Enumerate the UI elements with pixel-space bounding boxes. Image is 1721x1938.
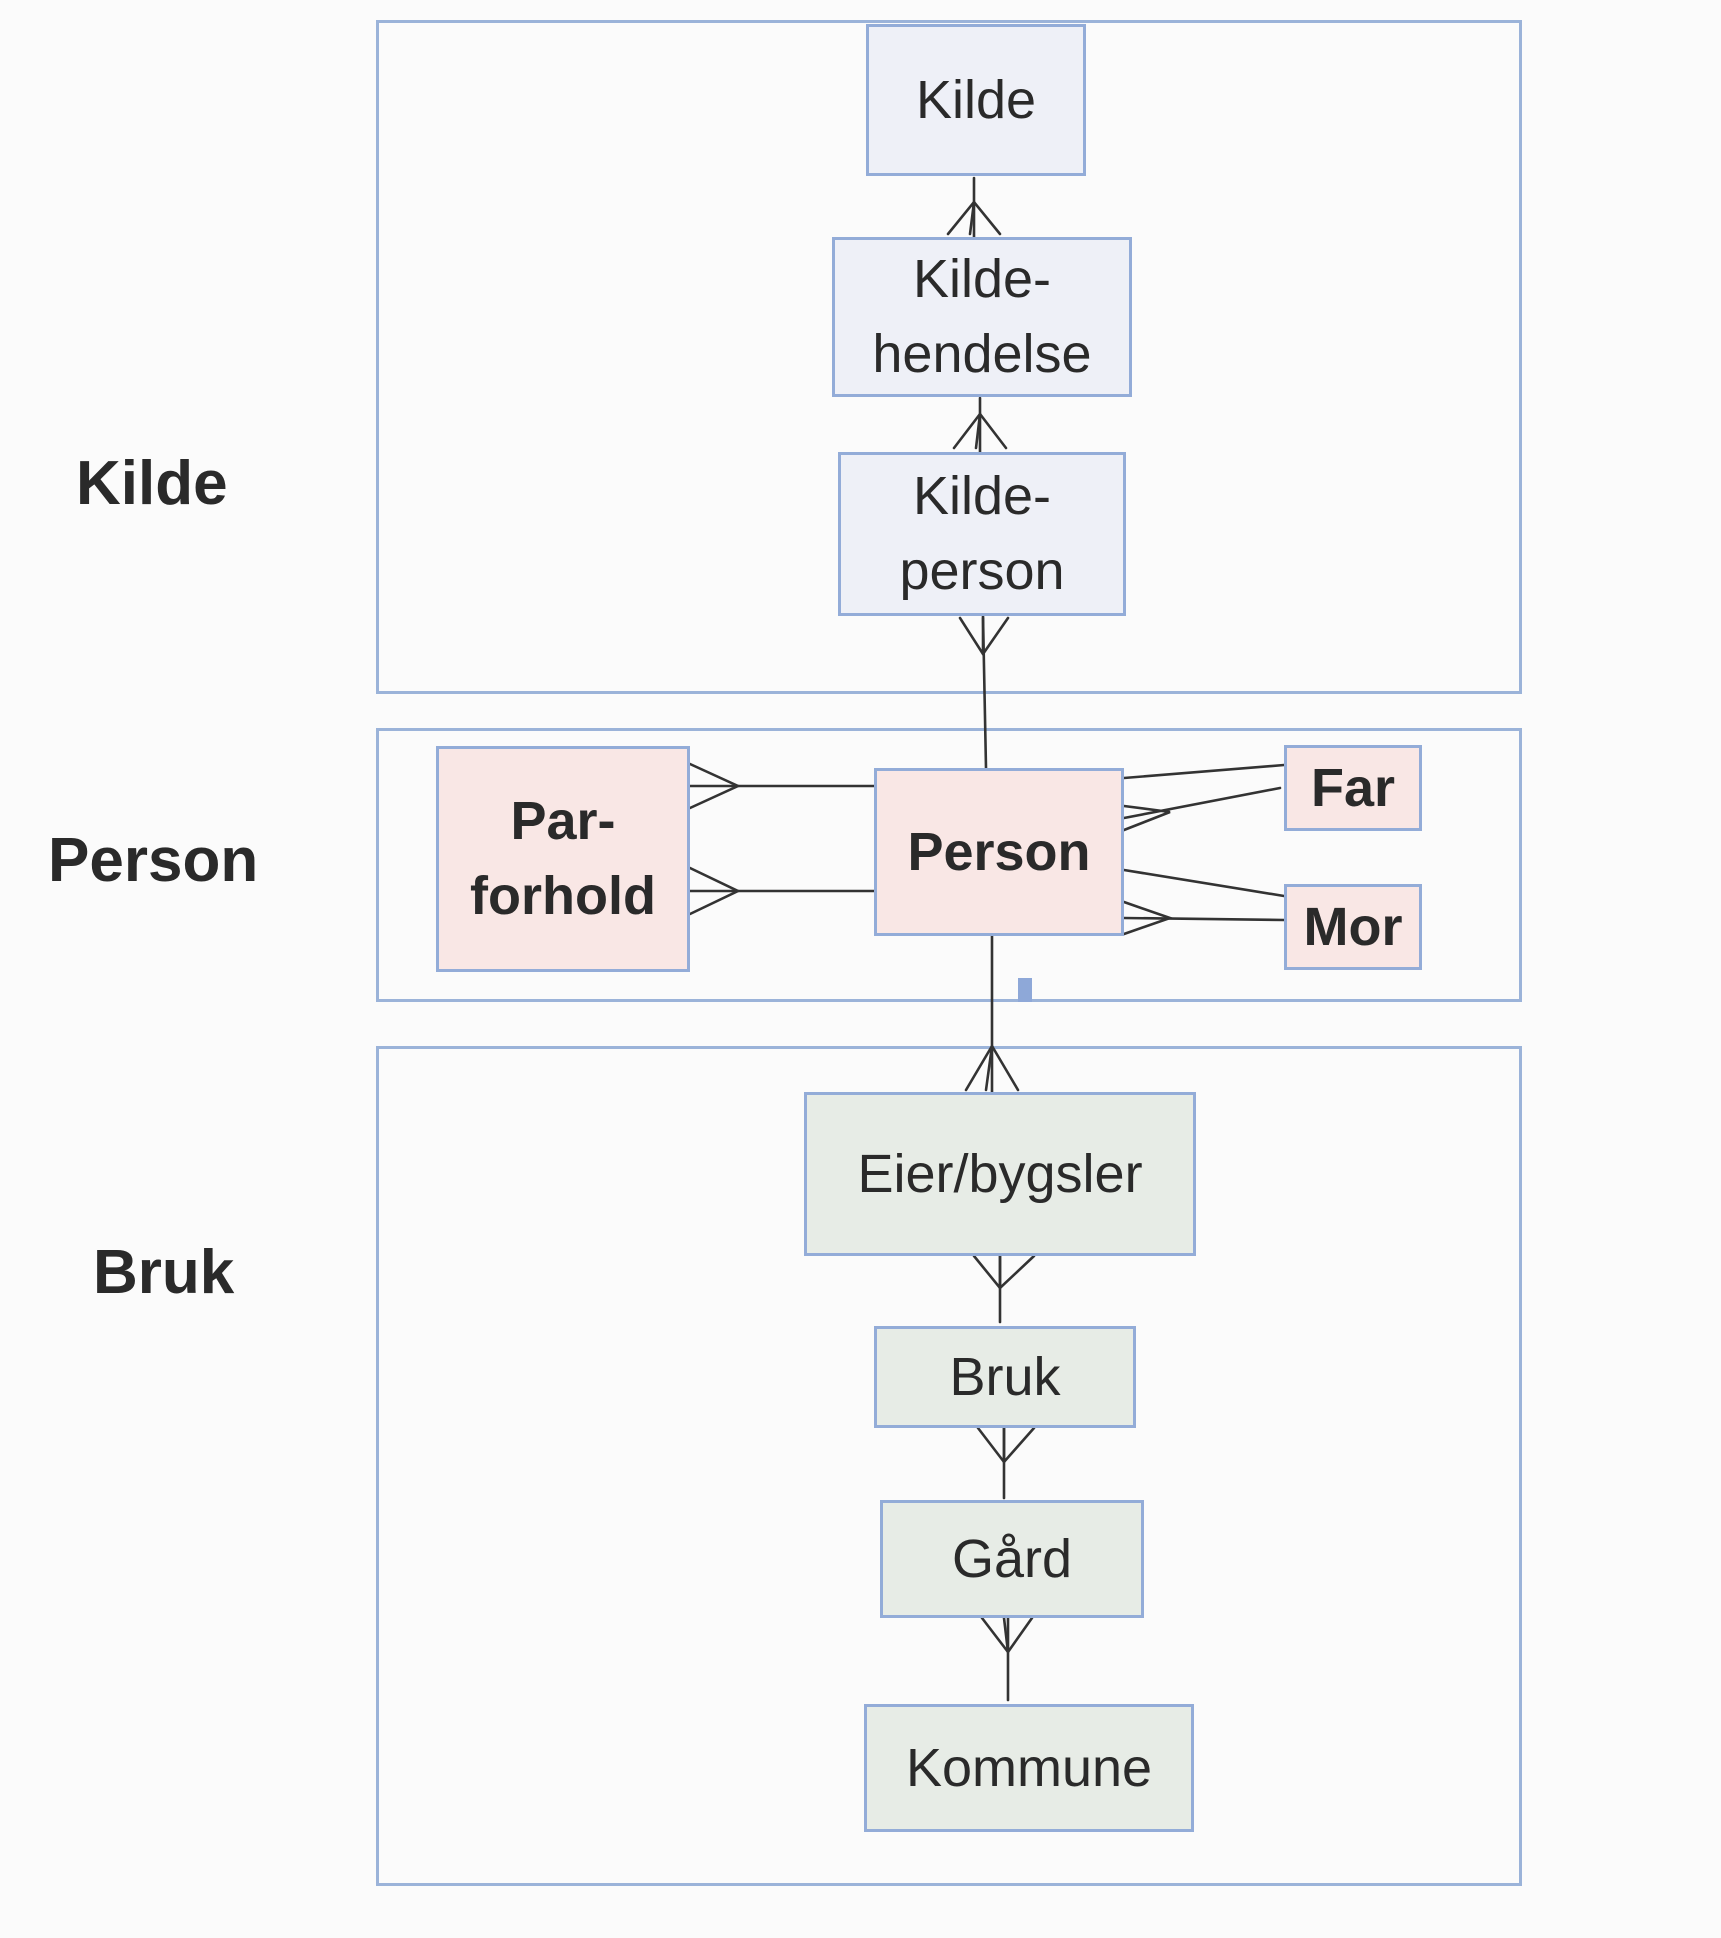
entity-far[interactable]: Far — [1284, 745, 1422, 831]
section-bruk — [376, 1046, 1522, 1886]
section-kilde — [376, 20, 1522, 694]
group-label-person: Person — [48, 826, 259, 895]
entity-eier-bygsler[interactable]: Eier/bygsler — [804, 1092, 1196, 1256]
selection-marker — [1018, 978, 1032, 1002]
entity-person[interactable]: Person — [874, 768, 1124, 936]
entity-eier-bygsler-line-1: Eier/bygsler — [857, 1143, 1143, 1204]
entity-kommune-line-1: Kommune — [905, 1737, 1153, 1798]
entity-kildehendelse-line-2: hendelse — [872, 324, 1092, 384]
entity-gard-line-1: Gård — [951, 1528, 1073, 1589]
entity-person-line-1: Person — [907, 821, 1091, 882]
entity-bruk[interactable]: Bruk — [874, 1326, 1136, 1428]
section-person — [376, 728, 1522, 1002]
entity-parforhold[interactable]: Par- forhold — [436, 746, 690, 972]
entity-far-line-1: Far — [1310, 757, 1396, 818]
entity-mor[interactable]: Mor — [1284, 884, 1422, 970]
group-label-kilde: Kilde — [76, 449, 228, 518]
entity-kildeperson[interactable]: Kilde- person — [838, 452, 1126, 616]
entity-kommune[interactable]: Kommune — [864, 1704, 1194, 1832]
entity-kildehendelse[interactable]: Kilde- hendelse — [832, 237, 1132, 397]
entity-mor-line-1: Mor — [1303, 896, 1403, 957]
entity-kildehendelse-line-1: Kilde- — [912, 249, 1052, 310]
entity-gard[interactable]: Gård — [880, 1500, 1144, 1618]
entity-kilde[interactable]: Kilde — [866, 24, 1086, 176]
entity-kildeperson-line-2: person — [899, 541, 1065, 601]
entity-parforhold-line-2: forhold — [470, 866, 656, 926]
entity-bruk-line-1: Bruk — [949, 1346, 1061, 1407]
entity-kildeperson-line-1: Kilde- — [912, 466, 1052, 527]
group-label-bruk: Bruk — [93, 1238, 235, 1307]
entity-parforhold-line-1: Par- — [510, 791, 616, 852]
entity-kilde-line-1: Kilde — [915, 69, 1037, 130]
